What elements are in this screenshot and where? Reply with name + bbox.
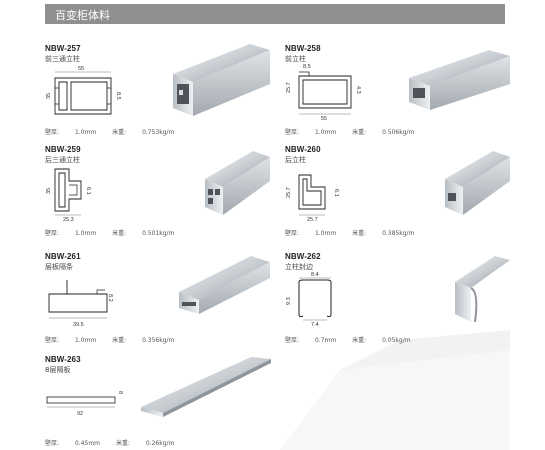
product-name: 后三通立柱 — [45, 156, 80, 164]
spec-line: 壁厚: 1.0mm 米重: 0.753kg/m — [45, 129, 175, 136]
dim-height: 35 — [46, 188, 52, 194]
dim-bottom: 7.4 — [311, 322, 319, 328]
profile-photo — [455, 256, 510, 323]
dim-width: 25.3 — [63, 217, 74, 223]
dim-slot: 6.1 — [333, 189, 339, 197]
product-code: NBW-260 — [285, 145, 321, 154]
dim-height: 25.7 — [286, 187, 292, 198]
dim-slot: 6.1 — [85, 187, 91, 195]
dim-width: 25.7 — [307, 217, 318, 223]
dim-top: 8.4 — [311, 272, 319, 278]
profile-photo — [141, 357, 271, 417]
spec-line: 壁厚: 1.0mm 米重: 0.385kg/m — [285, 230, 415, 237]
dim-width: 39.5 — [73, 322, 84, 328]
dim-slot: 4.3 — [355, 86, 361, 94]
profile-drawing: 55 35 8.5 — [46, 66, 121, 115]
product-code: NBW-257 — [45, 44, 81, 53]
profile-photo — [445, 151, 510, 215]
dim-height: 8 — [117, 391, 123, 394]
spec-line: 壁厚: 1.0mm 米重: 0.356kg/m — [45, 337, 175, 344]
dim-lip: 8.5 — [303, 64, 311, 70]
product-code: NBW-263 — [45, 355, 81, 364]
product-code: NBW-262 — [285, 252, 321, 261]
profile-drawing: 8.5 25.7 55 4.3 — [286, 64, 361, 122]
section-header: 百变柜体料 — [45, 4, 505, 24]
product-name: 后立柱 — [285, 156, 306, 164]
profile-photo — [205, 151, 270, 215]
profile-drawing: 92 8 — [46, 391, 123, 417]
product-card-nbw-262: NBW-262 立柱封边 8.4 9.3 7.4 壁厚: 0.7mm 米重: 0… — [285, 252, 510, 344]
dim-width: 55 — [321, 116, 327, 122]
product-name: 前三通立柱 — [45, 55, 80, 63]
dim-height: 8.2 — [107, 294, 113, 302]
dim-width: 55 — [78, 66, 84, 72]
product-card-nbw-260: NBW-260 后立柱 25.7 25.7 6.1 壁厚: 1.0mm 米重: … — [285, 145, 510, 237]
product-name: 前立柱 — [285, 55, 306, 63]
dim-height: 9.3 — [286, 297, 292, 305]
profile-drawing: 8.4 9.3 7.4 — [286, 272, 332, 328]
profile-photo — [173, 44, 270, 116]
product-card-nbw-259: NBW-259 后三通立柱 35 25.3 6.1 壁厚: 1.0mm 米重: … — [45, 145, 270, 237]
product-code: NBW-261 — [45, 252, 81, 261]
product-name: 8层隔板 — [45, 366, 71, 374]
dim-slot: 8.5 — [115, 92, 121, 100]
product-name: 立柱封边 — [285, 263, 313, 271]
product-card-nbw-263: NBW-263 8层隔板 92 8 壁厚: 0.45mm 米重: 0.26kg/… — [45, 355, 271, 447]
product-name: 层板隔条 — [45, 263, 73, 271]
product-code: NBW-259 — [45, 145, 81, 154]
dim-width: 92 — [77, 411, 83, 417]
spec-line: 壁厚: 0.45mm 米重: 0.26kg/m — [45, 440, 175, 447]
product-card-nbw-258: NBW-258 前立柱 8.5 25.7 55 4.3 壁厚: 1.0mm 米重… — [285, 44, 510, 136]
spec-line: 壁厚: 0.7mm 米重: 0.05kg/m — [285, 337, 411, 344]
dim-height: 35 — [46, 93, 52, 99]
spec-line: 壁厚: 1.0mm 米重: 0.506kg/m — [285, 129, 415, 136]
product-card-nbw-261: NBW-261 层板隔条 39.5 8.2 壁厚: 1.0mm 米重: 0.35… — [45, 252, 270, 344]
profile-photo — [179, 256, 270, 314]
product-card-nbw-257: NBW-257 前三通立柱 55 35 8.5 壁厚: 1.0mm 米重: 0.… — [45, 44, 270, 136]
spec-line: 壁厚: 1.0mm 米重: 0.501kg/m — [45, 230, 175, 237]
dim-height: 25.7 — [286, 82, 292, 93]
profile-drawing: 39.5 8.2 — [48, 280, 113, 328]
section-title: 百变柜体料 — [55, 9, 110, 22]
profile-drawing: 25.7 25.7 6.1 — [286, 174, 339, 223]
background-decoration — [280, 330, 510, 450]
profile-drawing: 35 25.3 6.1 — [46, 168, 91, 223]
profile-photo — [409, 50, 510, 110]
product-code: NBW-258 — [285, 44, 321, 53]
